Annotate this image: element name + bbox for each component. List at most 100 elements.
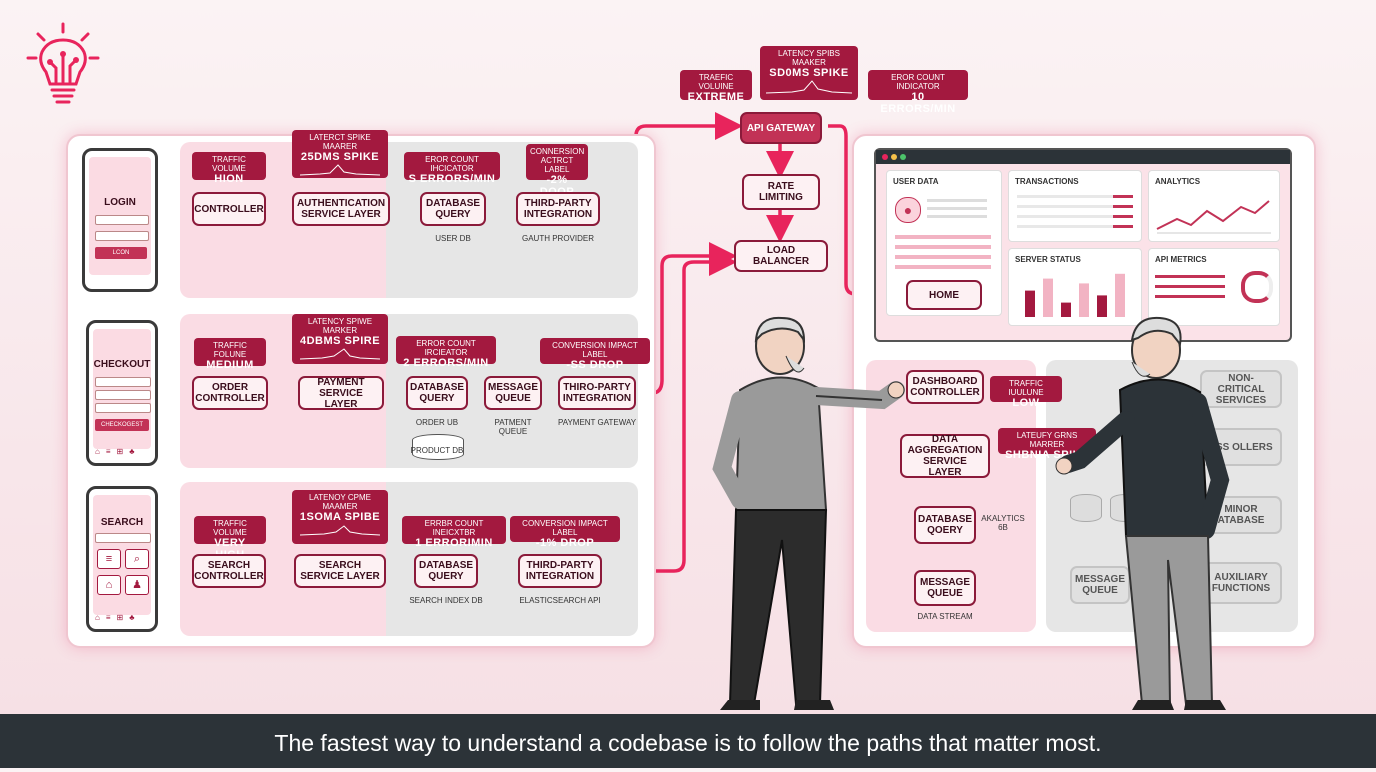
payment-queue-caption: PATMENT QUEUE xyxy=(494,418,532,436)
checkout-field-2[interactable] xyxy=(95,390,151,400)
checkout-conversion-tag: CONVERSION IMPACT LABEL-SS DROP xyxy=(540,338,650,371)
user-db-caption: USER DB xyxy=(435,234,471,243)
server-status-bar xyxy=(1079,283,1089,317)
search-index-caption: SEARCH INDEX DB xyxy=(409,596,483,605)
window-max-dot[interactable] xyxy=(900,154,906,160)
search-latency-tag: LATENOY CPME MAAMER1SOmA SPIBE xyxy=(292,490,388,544)
search-screen-title: SEARCH xyxy=(100,517,144,528)
login-screen-title: LOGIN xyxy=(104,197,136,208)
latency-spike-sparkline xyxy=(299,348,381,360)
latency-spike-sparkline xyxy=(299,525,381,536)
login-controller-node[interactable]: CONTROLLER xyxy=(192,192,266,226)
dashboard-message-queue-node[interactable]: MESSAGE QUEUE xyxy=(914,570,976,606)
checkout-db-query-node[interactable]: DATABASE QUERY xyxy=(406,376,468,410)
transaction-amounts xyxy=(1113,195,1133,235)
metric-lines xyxy=(1155,275,1225,305)
analytics-line-chart xyxy=(1156,200,1271,234)
username-field[interactable] xyxy=(95,215,149,225)
grey-message-queue-node[interactable]: MESSAGE QUEUE xyxy=(1070,566,1130,604)
login-button[interactable]: LCON xyxy=(95,247,147,259)
login-phone-mockup: LOGIN LCON xyxy=(82,148,158,292)
checkout-screen-title: CHECKOUT xyxy=(93,359,151,370)
order-db-caption: ORDER UB xyxy=(415,418,459,427)
server-status-bar xyxy=(1097,295,1107,317)
window-close-dot[interactable] xyxy=(882,154,888,160)
login-db-query-node[interactable]: DATABASE QUERY xyxy=(420,192,486,226)
server-status-bar xyxy=(1025,290,1035,317)
login-third-party-node[interactable]: THIRD-PARTY INTEGRATION xyxy=(516,192,600,226)
search-controller-node[interactable]: SEARCH CONTROLLER xyxy=(192,554,266,588)
phone-nav-icons: ⌂≡⊞♣ xyxy=(95,613,141,622)
checkout-latency-tag: LATENCY SPIWE MARKER4DBms SPIRE xyxy=(292,314,388,364)
search-service-node[interactable]: SEARCH SERVICE LAYER xyxy=(294,554,386,588)
load-balancer-node[interactable]: LOAD BALANCER xyxy=(734,240,828,272)
checkout-message-queue-node[interactable]: MESSAGE QUEUE xyxy=(484,376,542,410)
listener-man-illustration xyxy=(1050,310,1250,716)
checkout-phone-mockup: CHECKOUT CHECKOGEST ⌂≡⊞♣ xyxy=(86,320,158,466)
checkout-field-3[interactable] xyxy=(95,403,151,413)
data-stream-caption: DATA STREAM xyxy=(917,612,973,621)
list-tile-icon[interactable]: ≡ xyxy=(97,549,121,569)
api-gateway-node[interactable]: API GATEWAY xyxy=(740,112,822,144)
payment-service-node[interactable]: PAYMENT SERVICE LAYER xyxy=(298,376,384,410)
password-field[interactable] xyxy=(95,231,149,241)
analytics-db-caption: AKALYTICS 6B xyxy=(981,514,1025,532)
server-status-bar xyxy=(1115,273,1125,317)
api-donut-chart xyxy=(1241,271,1273,303)
analytics-card[interactable]: ANALYTICS xyxy=(1148,170,1280,242)
order-controller-node[interactable]: ORDER CONTROLLER xyxy=(192,376,268,410)
non-critical-services-node[interactable]: NON-CRITICAL SERVICES xyxy=(1200,370,1282,408)
window-min-dot[interactable] xyxy=(891,154,897,160)
elasticsearch-caption: ELASTICSEARCH API xyxy=(519,596,601,605)
api-metrics-card[interactable]: API METRICS xyxy=(1148,248,1280,326)
search-conversion-tag: CONVERSION IMPACT LABEL-1% DROP xyxy=(510,516,620,549)
product-db-caption: PRODUCT DB xyxy=(410,446,464,455)
server-status-bar xyxy=(1061,302,1071,317)
latency-spike-sparkline xyxy=(765,80,853,94)
oauth-provider-caption: GAUTH PROVIDER xyxy=(521,234,594,243)
dashboard-db-query-node[interactable]: DATABASE QOERY xyxy=(914,506,976,544)
search-third-party-node[interactable]: THIRD-PARTY INTEGRATION xyxy=(518,554,602,588)
search-input[interactable] xyxy=(95,533,151,543)
user-avatar-icon: ● xyxy=(895,197,921,223)
logo-lightbulb-icon xyxy=(24,22,102,108)
latency-spike-sparkline xyxy=(299,164,381,176)
transactions-card[interactable]: TRANSACTIONS xyxy=(1008,170,1142,242)
placeholder-lines xyxy=(927,199,987,219)
dashboard-controller-node[interactable]: DASHBOARD CONTROLLER xyxy=(906,370,984,404)
server-status-bar-chart xyxy=(1025,273,1125,317)
search-tile-icon[interactable]: ⌕ xyxy=(125,549,149,569)
home-tile-icon[interactable]: ⌂ xyxy=(97,575,121,595)
caption-subtitle: The fastest way to understand a codebase… xyxy=(0,714,1376,768)
server-status-bar xyxy=(1043,278,1053,317)
phone-nav-icons: ⌂≡⊞♣ xyxy=(95,447,141,456)
login-conversion-tag: CONNERSION ACTRCT LABEL-2% DOOP xyxy=(526,144,588,198)
payment-gateway-caption: PAYMENT GATEWAY xyxy=(557,418,637,427)
checkout-third-party-node[interactable]: THIRO-PARTY INTEGRATION xyxy=(558,376,636,410)
search-db-query-node[interactable]: DATABASE QUERY xyxy=(414,554,478,588)
auth-service-node[interactable]: AUTHENTICATION SERVICE LAYER xyxy=(292,192,390,226)
checkout-button[interactable]: CHECKOGEST xyxy=(95,419,149,431)
login-latency-tag: LATERCT SPIKE MAARER25Dms SPIKE xyxy=(292,130,388,178)
product-db-cylinder xyxy=(412,434,464,460)
server-status-card[interactable]: SERVER STATUS xyxy=(1008,248,1142,326)
gateway-latency-tag: LATENCY SPIBS MAAKERSD0ms SPIKE xyxy=(760,46,858,100)
checkout-field-1[interactable] xyxy=(95,377,151,387)
placeholder-lines xyxy=(895,235,991,271)
profile-tile-icon[interactable]: ♟ xyxy=(125,575,149,595)
window-titlebar xyxy=(876,150,1290,164)
grey-db-cylinder xyxy=(1070,494,1102,522)
rate-limiting-node[interactable]: RATE LIMITING xyxy=(742,174,820,210)
data-aggregation-node[interactable]: DATA AGGREGATION SERVICE LAYER xyxy=(900,434,990,478)
home-node[interactable]: HOME xyxy=(906,280,982,310)
search-phone-mockup: SEARCH ≡ ⌕ ⌂ ♟ ⌂≡⊞♣ xyxy=(86,486,158,632)
